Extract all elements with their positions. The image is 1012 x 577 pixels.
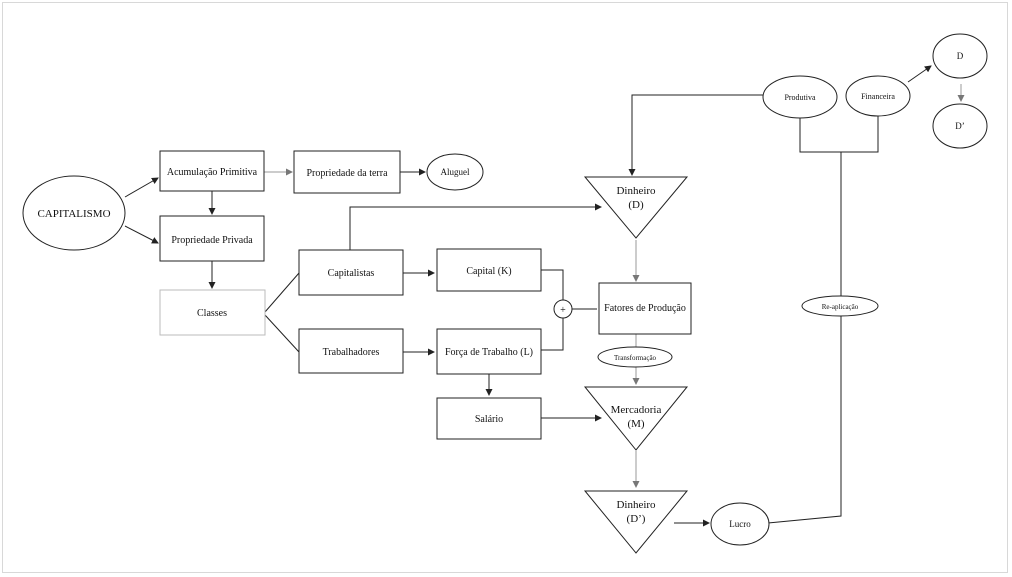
node-capitalistas: Capitalistas	[298, 249, 404, 296]
node-dinheiro-d-line1: Dinheiro	[616, 185, 656, 197]
node-mercadoria-line1: Mercadoria	[611, 404, 662, 416]
node-lucro-label: Lucro	[729, 519, 751, 529]
node-capitalismo: CAPITALISMO	[22, 175, 126, 251]
arrow-capitalismo-propriedade	[124, 225, 159, 244]
node-d-linha-label: D’	[955, 121, 965, 131]
node-transformacao-label: Transformação	[614, 354, 657, 362]
arrow-capitalistas-dinheiro	[349, 203, 602, 250]
node-plus: +	[553, 299, 573, 319]
node-mercadoria: Mercadoria (M)	[583, 386, 689, 451]
node-trabalhadores-label: Trabalhadores	[323, 347, 380, 358]
node-acumulacao-label: Acumulação Primitiva	[167, 167, 258, 178]
bracket-produtiva-financeira	[799, 115, 879, 153]
node-forca-trabalho: Força de Trabalho (L)	[436, 328, 542, 375]
node-plus-label: +	[560, 305, 566, 316]
node-classes-label: Classes	[197, 308, 227, 319]
connectors	[124, 65, 965, 527]
node-financeira: Financeira	[845, 75, 911, 117]
node-d-linha: D’	[932, 103, 988, 149]
node-propriedade-privada: Propriedade Privada	[159, 215, 265, 262]
line-classes-trabalhadores	[264, 314, 300, 353]
node-d-label: D	[957, 51, 964, 61]
line-capital-plus	[541, 269, 564, 300]
node-lucro: Lucro	[710, 502, 770, 546]
node-capitalismo-label: CAPITALISMO	[37, 208, 110, 220]
node-d: D	[932, 33, 988, 79]
node-capital-label: Capital (K)	[466, 266, 511, 277]
line-classes-capitalistas	[264, 272, 300, 313]
arrow-capitalismo-acumulacao	[124, 177, 159, 198]
arrow-produtiva-dinheiro	[628, 94, 763, 176]
node-propriedade-privada-label: Propriedade Privada	[171, 235, 253, 246]
arrow-financeira-d	[907, 65, 932, 83]
node-acumulacao-primitiva: Acumulação Primitiva	[159, 150, 265, 192]
node-mercadoria-line2: (M)	[627, 418, 644, 430]
node-dinheiro-d: Dinheiro (D)	[583, 176, 689, 239]
node-dinheiro-d-linha: Dinheiro (D’)	[583, 490, 689, 554]
line-lucro-reaplicacao	[767, 152, 842, 524]
node-propriedade-terra-label: Propriedade da terra	[306, 168, 388, 179]
node-reaplicacao: Re-aplicação	[801, 295, 879, 317]
node-aluguel: Aluguel	[426, 153, 484, 191]
node-dinheiro-d-line2: (D)	[628, 199, 644, 211]
node-salario-label: Salário	[475, 414, 503, 425]
node-transformacao: Transformação	[597, 346, 673, 368]
node-propriedade-terra: Propriedade da terra	[293, 150, 401, 194]
node-produtiva: Produtiva	[762, 75, 838, 119]
node-salario: Salário	[436, 397, 542, 440]
node-capitalistas-label: Capitalistas	[328, 268, 375, 279]
node-capital: Capital (K)	[436, 248, 542, 292]
node-financeira-label: Financeira	[861, 92, 895, 101]
node-fatores-producao: Fatores de Produção	[598, 282, 692, 335]
node-trabalhadores: Trabalhadores	[298, 328, 404, 374]
node-reaplicacao-label: Re-aplicação	[822, 303, 859, 311]
node-aluguel-label: Aluguel	[441, 167, 470, 177]
node-produtiva-label: Produtiva	[784, 93, 816, 102]
node-dinheiro2-line2: (D’)	[627, 513, 646, 525]
node-fatores-label: Fatores de Produção	[604, 303, 686, 314]
line-forca-plus	[541, 318, 564, 351]
node-forca-trabalho-label: Força de Trabalho (L)	[445, 347, 533, 358]
node-dinheiro2-line1: Dinheiro	[616, 499, 656, 511]
node-classes: Classes	[159, 289, 266, 336]
